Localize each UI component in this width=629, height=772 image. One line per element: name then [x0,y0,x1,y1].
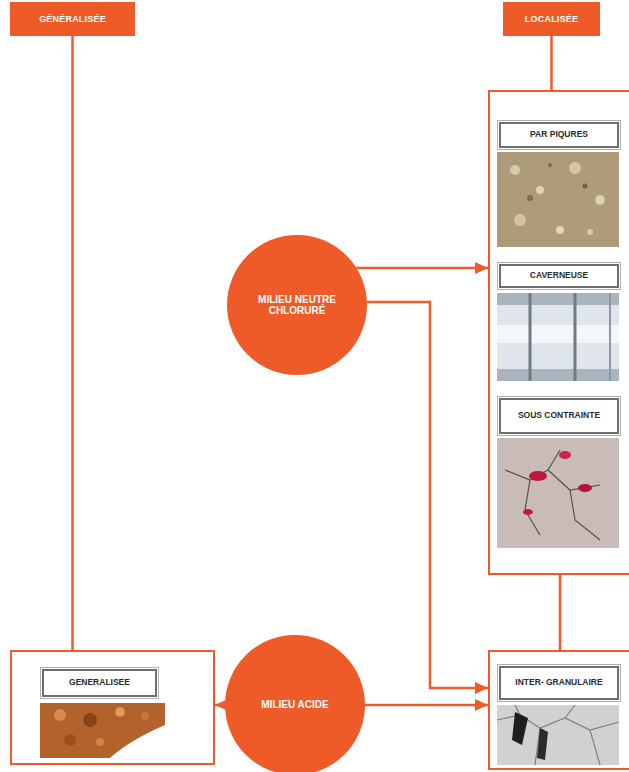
category-header: LOCALISÉE [503,2,600,36]
connector-arrow [559,575,562,650]
connector-arrow [356,267,488,270]
label-text: MILIEU ACIDE [261,699,328,711]
environment-circle: MILIEU ACIDE [225,635,365,772]
label-text: SOUS CONTRAINTE [518,411,600,421]
label-text: MILIEU NEUTRE CHLORURÉ [249,294,345,317]
crevice-photo [497,293,619,381]
type-label: INTER- GRANULAIRE [499,666,619,700]
pitting-photo [497,152,619,247]
connector-arrow [71,36,74,650]
group-panel: PAR PIQURES CAVERNEUSE SOUS CONTRAINTE [488,90,629,575]
type-label: GENERALISEE [42,669,157,697]
type-label: SOUS CONTRAINTE [499,398,619,434]
type-label: PAR PIQURES [499,122,619,148]
group-panel: INTER- GRANULAIRE [488,650,629,770]
environment-circle: MILIEU NEUTRE CHLORURÉ [227,235,367,375]
category-header: GÉNÉRALISÉE [10,2,135,36]
general-corrosion-photo [40,703,165,758]
intergranular-photo [497,705,619,765]
type-label: CAVERNEUSE [499,264,619,288]
connector-arrow [215,704,225,707]
label-text: GÉNÉRALISÉE [39,14,106,24]
connector-arrow [365,704,488,707]
label-text: LOCALISÉE [525,14,578,24]
connector-arrow [550,36,553,90]
stress-cracking-photo [497,438,619,548]
label-text: PAR PIQURES [530,130,588,140]
group-panel: GENERALISEE [10,650,215,765]
label-text: CAVERNEUSE [530,271,588,281]
connector-arrow [367,302,488,688]
label-text: GENERALISEE [69,678,130,688]
label-text: INTER- GRANULAIRE [515,678,602,688]
